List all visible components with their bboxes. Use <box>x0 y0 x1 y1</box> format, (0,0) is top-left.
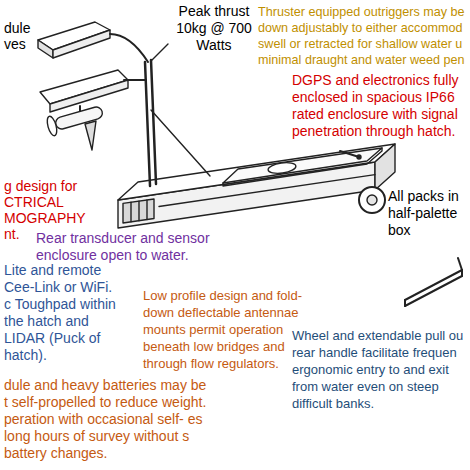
enclosure-slat <box>138 201 139 221</box>
thruster-module-front <box>53 30 110 58</box>
telemetry-note: Lite and remote Cee-Link or WiFi. c Toug… <box>4 262 116 364</box>
sensor-enclosure <box>123 199 154 223</box>
thrust-spec: Peak thrust 10kg @ 700 Watts <box>172 3 256 54</box>
outrigger-float-side <box>50 80 128 112</box>
sensor-note: Rear transducer and sensor enclosure ope… <box>36 230 221 264</box>
wheel <box>359 187 385 213</box>
hatch-cap <box>267 161 296 175</box>
wheel-hub <box>367 195 377 205</box>
outrigger-post <box>151 60 156 184</box>
handle-grip <box>458 258 462 270</box>
thruster-module-side <box>38 40 53 58</box>
battery-note: dule and heavy batteries may be t self-p… <box>4 377 212 462</box>
thruster-pod <box>54 106 103 131</box>
rear-handle <box>405 276 462 306</box>
packing-note: All packs in half-palette box <box>388 188 466 239</box>
module-arm <box>110 34 148 62</box>
electronics-note: DGPS and electronics fully enclosed in s… <box>292 72 464 140</box>
lid-lip <box>223 148 382 186</box>
rear-handle <box>405 270 462 300</box>
handle-end <box>404 300 406 306</box>
enclosure-slat <box>130 202 131 222</box>
propeller-ring <box>45 115 58 136</box>
cropped-note: dule ves <box>4 20 44 52</box>
outrigger-arm <box>124 79 146 81</box>
outrigger-note: Thruster equipped outriggers may be down… <box>258 4 466 68</box>
outrigger-brace <box>151 110 210 176</box>
enclosure-slat <box>146 200 147 220</box>
antenna-mount <box>357 155 361 159</box>
thruster-fin <box>85 121 96 150</box>
outrigger-tether <box>152 44 168 60</box>
profile-note: Low profile design and fold-down deflect… <box>143 287 308 372</box>
folded-antenna <box>340 151 359 157</box>
handling-note: Wheel and extendable pull ou rear handle… <box>292 327 467 412</box>
